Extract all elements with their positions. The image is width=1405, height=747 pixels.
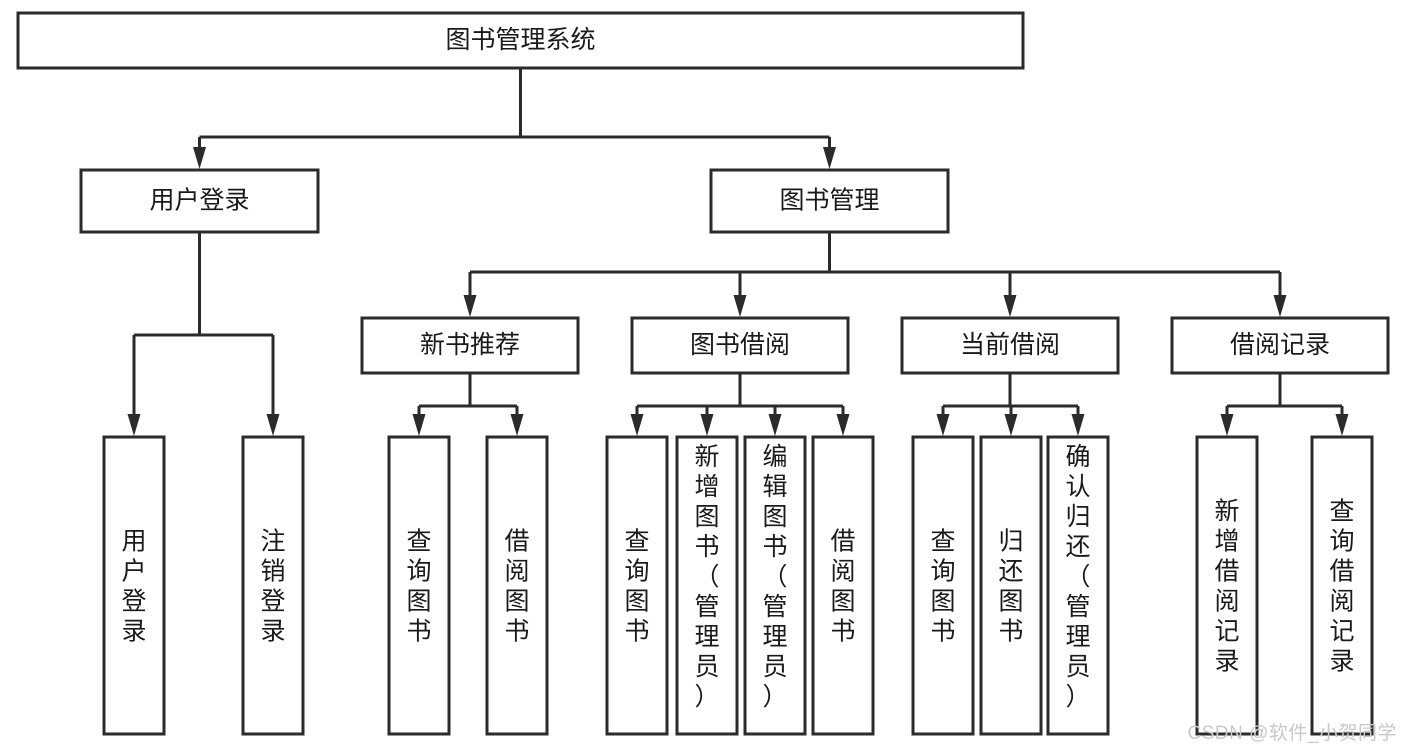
node-box[interactable] <box>811 435 875 736</box>
node-label: 注销登录 <box>260 528 285 646</box>
node-leaf-logout[interactable]: 注销登录 <box>241 435 305 736</box>
node-leaf-borrow-lend[interactable]: 借阅图书 <box>811 435 875 736</box>
node-box[interactable] <box>709 168 950 234</box>
node-bookmgmt[interactable]: 图书管理 <box>709 168 950 234</box>
node-leaf-borrow-edit[interactable]: 编辑图书（管理员） <box>743 435 807 736</box>
arrow-head-icon <box>1220 414 1234 436</box>
arrow-head-icon <box>630 414 644 436</box>
node-borrow[interactable]: 图书借阅 <box>630 316 850 375</box>
connector-group-root <box>193 68 836 169</box>
node-current[interactable]: 当前借阅 <box>900 316 1120 375</box>
connector-layer <box>127 68 1349 436</box>
arrow-head-icon <box>127 414 141 436</box>
node-login[interactable]: 用户登录 <box>79 168 320 234</box>
arrow-head-icon <box>193 147 206 169</box>
node-box[interactable] <box>387 435 451 736</box>
connector-group-login <box>127 232 280 436</box>
connector-group-bookmgmt <box>463 232 1287 317</box>
arrow-head-icon <box>1004 414 1018 436</box>
arrow-head-icon <box>733 295 747 317</box>
node-box[interactable] <box>675 435 739 736</box>
node-label: 图书借阅 <box>690 331 790 359</box>
node-box[interactable] <box>102 435 166 736</box>
node-leaf-newbook-borrow[interactable]: 借阅图书 <box>485 435 549 736</box>
node-box[interactable] <box>241 435 305 736</box>
arrow-head-icon <box>1003 295 1017 317</box>
node-box[interactable] <box>360 316 580 375</box>
node-box[interactable] <box>605 435 669 736</box>
node-label: 图书管理系统 <box>445 26 595 54</box>
node-leaf-current-query[interactable]: 查询图书 <box>911 435 975 736</box>
arrow-head-icon <box>700 414 714 436</box>
connector-group-records <box>1220 373 1349 436</box>
node-newbook[interactable]: 新书推荐 <box>360 316 580 375</box>
arrow-head-icon <box>768 414 782 436</box>
connector-group-newbook <box>412 373 524 436</box>
node-label: 查询借阅记录 <box>1329 498 1354 676</box>
arrow-head-icon <box>1273 295 1287 317</box>
arrow-head-icon <box>510 414 524 436</box>
node-box[interactable] <box>900 316 1120 375</box>
node-box[interactable] <box>630 316 850 375</box>
connector-group-borrow <box>630 373 850 436</box>
node-label: 查询图书 <box>930 528 955 646</box>
node-box[interactable] <box>911 435 975 736</box>
node-root[interactable]: 图书管理系统 <box>16 11 1025 70</box>
node-layer: 图书管理系统用户登录图书管理新书推荐图书借阅当前借阅借阅记录用户登录注销登录查询… <box>16 11 1390 736</box>
arrow-head-icon <box>266 414 280 436</box>
node-label: 编辑图书（管理员） <box>762 443 787 711</box>
node-records[interactable]: 借阅记录 <box>1170 316 1390 375</box>
node-box[interactable] <box>485 435 549 736</box>
node-label: 确认归还（管理员） <box>1065 443 1090 711</box>
node-label: 查询图书 <box>624 528 649 646</box>
node-box[interactable] <box>79 168 320 234</box>
node-label: 借阅记录 <box>1230 331 1330 359</box>
node-label: 当前借阅 <box>960 331 1060 359</box>
node-leaf-record-query[interactable]: 查询借阅记录 <box>1310 435 1374 736</box>
node-box[interactable] <box>16 11 1025 70</box>
node-leaf-borrow-add[interactable]: 新增图书（管理员） <box>675 435 739 736</box>
node-label: 新增借阅记录 <box>1214 498 1239 676</box>
node-box[interactable] <box>1046 435 1110 736</box>
node-label: 用户登录 <box>121 528 146 646</box>
node-box[interactable] <box>1310 435 1374 736</box>
arrow-head-icon <box>1335 414 1349 436</box>
arrow-head-icon <box>936 414 950 436</box>
arrow-head-icon <box>823 147 836 169</box>
node-box[interactable] <box>979 435 1043 736</box>
node-leaf-current-return[interactable]: 归还图书 <box>979 435 1043 736</box>
node-label: 查询图书 <box>406 528 431 646</box>
node-label: 归还图书 <box>998 528 1023 646</box>
arrow-head-icon <box>1071 414 1085 436</box>
node-label: 图书管理 <box>779 187 879 215</box>
node-leaf-newbook-query[interactable]: 查询图书 <box>387 435 451 736</box>
node-label: 新书推荐 <box>420 331 520 359</box>
connector-group-current <box>936 373 1085 436</box>
node-label: 借阅图书 <box>504 528 529 646</box>
node-leaf-current-confirm[interactable]: 确认归还（管理员） <box>1046 435 1110 736</box>
node-box[interactable] <box>1170 316 1390 375</box>
node-leaf-record-add[interactable]: 新增借阅记录 <box>1195 435 1259 736</box>
node-leaf-user-login[interactable]: 用户登录 <box>102 435 166 736</box>
node-label: 借阅图书 <box>830 528 855 646</box>
arrow-head-icon <box>463 295 477 317</box>
node-label: 新增图书（管理员） <box>694 443 719 711</box>
node-box[interactable] <box>1195 435 1259 736</box>
arrow-head-icon <box>412 414 426 436</box>
node-leaf-borrow-query[interactable]: 查询图书 <box>605 435 669 736</box>
node-label: 用户登录 <box>149 187 249 215</box>
arrow-head-icon <box>836 414 850 436</box>
node-box[interactable] <box>743 435 807 736</box>
